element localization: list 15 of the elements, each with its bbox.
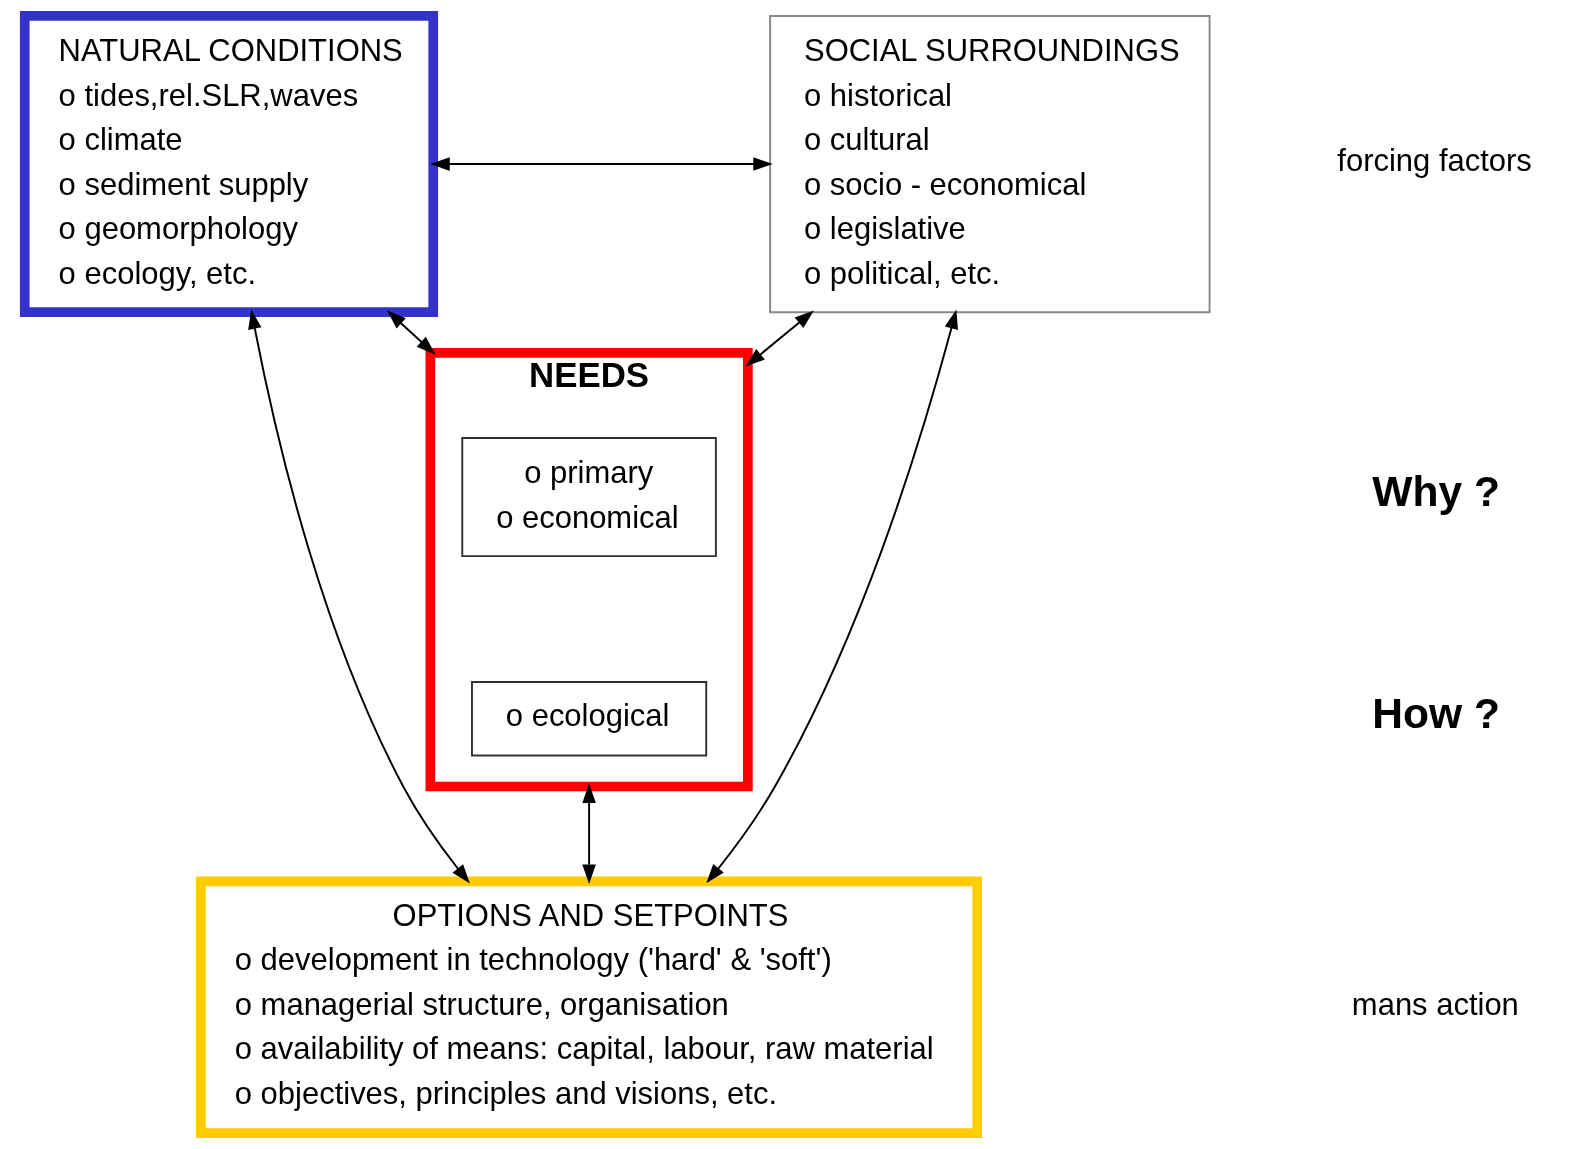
arrow [745, 310, 814, 367]
label: mans action [1351, 986, 1519, 1022]
arrow [386, 310, 436, 355]
label: forcing factors [1336, 143, 1532, 179]
node-box: o ecological [470, 681, 707, 757]
node-box: OPTIONS AND SETPOINTS o development in technology ('hard' & 'soft') o managerial structure, organisation o availability of means: capital, labour, raw material o objectives, principles and visions, etc. [195, 876, 982, 1138]
arrow [581, 783, 596, 884]
arrow [247, 309, 470, 884]
label: How ? [1371, 688, 1500, 737]
node-box: SOCIAL SURROUNDINGS o historical o cultural o socio - economical o legislative o political, etc. [768, 15, 1211, 314]
node-box: NATURAL CONDITIONS o tides,rel.SLR,waves o climate o sediment supply o geomorphology o ecology, etc. [19, 11, 438, 317]
label: Why ? [1371, 466, 1500, 515]
node-box: o primary o economical [460, 437, 717, 558]
arrow [429, 157, 773, 171]
arrow [705, 309, 958, 884]
